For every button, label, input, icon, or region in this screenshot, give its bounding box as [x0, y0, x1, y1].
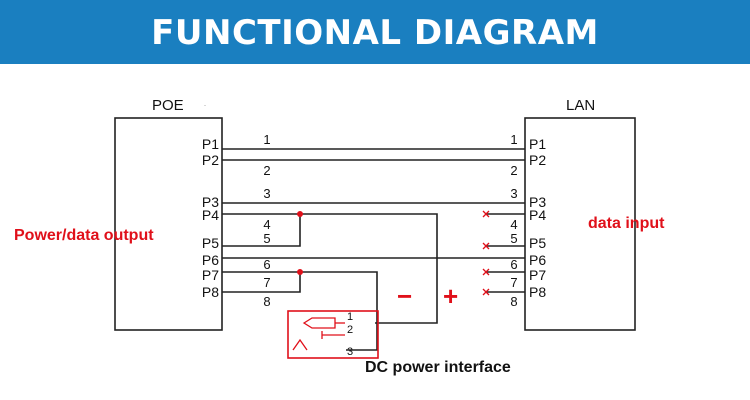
- open-mark-5: [482, 242, 490, 250]
- wire-num-right-8: 8: [510, 294, 517, 309]
- wire-4-poe: [222, 213, 438, 324]
- wire-num-right-2: 2: [510, 163, 517, 178]
- dc-pin-3: 3: [347, 346, 353, 358]
- lan-pin-p1: P1: [529, 136, 546, 152]
- poe-pin-p4: P4: [202, 207, 219, 223]
- lan-pin-p2: P2: [529, 152, 546, 168]
- wire-num-right-4: 4: [510, 217, 517, 232]
- junction-dot-4-5: [297, 211, 303, 217]
- header-banner: [0, 0, 750, 64]
- poe-pin-p2: P2: [202, 152, 219, 168]
- power-data-output-label: Power/data output: [14, 227, 154, 244]
- dc-pin-2: 2: [347, 324, 353, 336]
- lan-pin-p7: P7: [529, 267, 546, 283]
- wire-num-left-2: 2: [263, 163, 270, 178]
- poe-title: POE: [152, 97, 184, 114]
- wire-num-left-4: 4: [263, 217, 270, 232]
- wire-num-right-1: 1: [510, 132, 517, 147]
- dc-connector: 1 2 3: [287, 310, 379, 359]
- junction-dot-7-8: [297, 269, 303, 275]
- lan-title: LAN: [566, 97, 595, 114]
- plus-sign: +: [443, 281, 458, 311]
- poe-box: [114, 117, 223, 331]
- dc-pin-1: 1: [347, 311, 353, 323]
- lan-pin-p6: P6: [529, 252, 546, 268]
- wire-8-poe: [222, 272, 301, 293]
- poe-pin-p7: P7: [202, 267, 219, 283]
- poe-pin-p3: P3: [202, 194, 219, 210]
- dc-power-interface-label: DC power interface: [365, 359, 511, 376]
- page-title: FUNCTIONAL DIAGRAM: [151, 13, 599, 53]
- open-mark-8: [482, 288, 490, 296]
- dc-spring-contact: [292, 338, 308, 351]
- wire-num-left-1: 1: [263, 132, 270, 147]
- lan-pin-p3: P3: [529, 194, 546, 210]
- title-dot: .: [204, 99, 206, 108]
- dc-pin-contact: [302, 317, 336, 329]
- data-input-label: data input: [588, 215, 665, 232]
- open-mark-4: [482, 210, 490, 218]
- poe-pin-p6: P6: [202, 252, 219, 268]
- dc-connector-box: [287, 310, 379, 359]
- wire-num-right-3: 3: [510, 186, 517, 201]
- open-mark-7: [482, 268, 490, 276]
- wire-num-left-8: 8: [263, 294, 270, 309]
- wire-num-left-7: 7: [263, 275, 270, 290]
- poe-pin-p5: P5: [202, 235, 219, 251]
- lan-pin-p8: P8: [529, 284, 546, 300]
- lan-box: [524, 117, 636, 331]
- wire-num-left-3: 3: [263, 186, 270, 201]
- wire-5-poe: [222, 214, 301, 247]
- wire-num-right-7: 7: [510, 275, 517, 290]
- lan-pin-p4: P4: [529, 207, 546, 223]
- wire-num-right-5: 5: [510, 231, 517, 246]
- lan-pin-p5: P5: [529, 235, 546, 251]
- wire-num-right-6: 6: [510, 257, 517, 272]
- minus-sign: −: [397, 281, 412, 311]
- poe-pin-p1: P1: [202, 136, 219, 152]
- wire-num-left-5: 5: [263, 231, 270, 246]
- wire-num-left-6: 6: [263, 257, 270, 272]
- poe-pin-p8: P8: [202, 284, 219, 300]
